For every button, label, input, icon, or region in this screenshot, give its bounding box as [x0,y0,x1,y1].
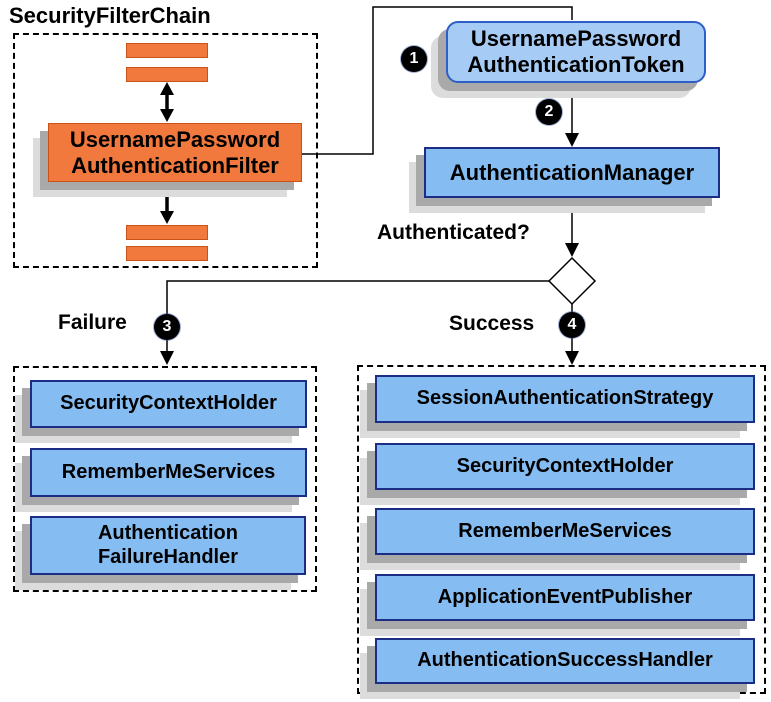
step-3-badge: 3 [154,314,180,340]
username-password-authentication-filter-box: UsernamePassword AuthenticationFilter [48,123,302,182]
authentication-failure-handler-box: Authentication FailureHandler [30,516,306,575]
application-event-publisher-box: ApplicationEventPublisher [375,574,755,621]
filter-bar [126,67,208,82]
username-password-authentication-token-box: UsernamePassword AuthenticationToken [446,21,706,83]
authentication-manager-box: AuthenticationManager [424,147,720,198]
success-handlers-container [357,365,766,694]
authentication-success-handler-box: AuthenticationSuccessHandler [375,638,755,684]
step-1-badge: 1 [401,46,427,72]
security-filter-chain-title: SecurityFilterChain [9,3,211,28]
security-context-holder-box: SecurityContextHolder [375,443,755,490]
step-4-badge: 4 [559,312,585,338]
filter-bar [126,43,208,58]
remember-me-services-box: RememberMeServices [30,448,307,497]
remember-me-services-box: RememberMeServices [375,508,755,555]
filter-chain-container [13,33,318,268]
success-label: Success [449,312,535,335]
security-context-holder-box: SecurityContextHolder [30,380,307,428]
session-authentication-strategy-box: SessionAuthenticationStrategy [375,375,755,423]
step-2-badge: 2 [536,99,562,125]
failure-label: Failure [58,311,127,334]
failure-handlers-container [13,366,317,592]
filter-bar [126,225,208,240]
authenticated-question-label: Authenticated? [377,221,530,244]
filter-bar [126,246,208,261]
